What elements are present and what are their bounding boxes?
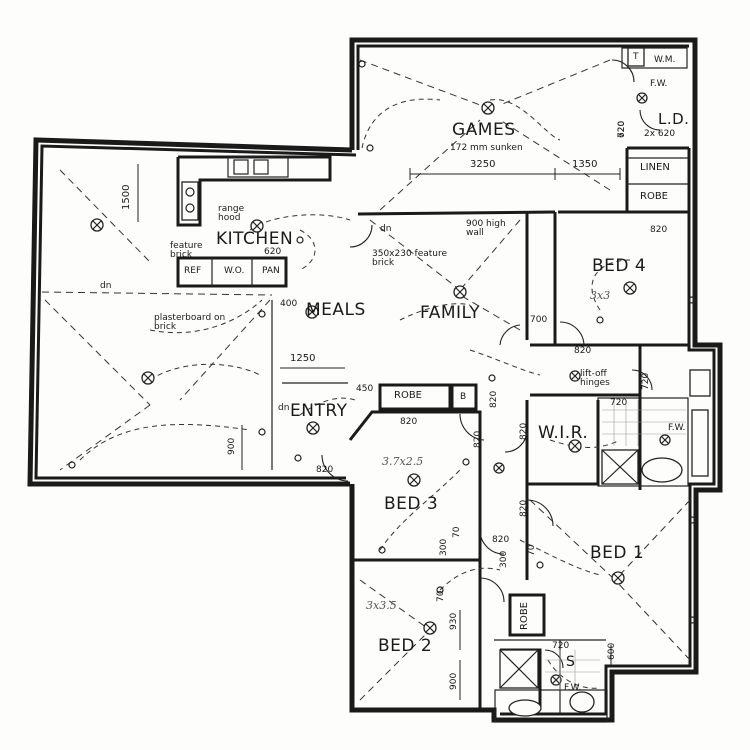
room-label-wir: W.I.R. bbox=[538, 423, 589, 443]
dim-820-hall: 820 bbox=[492, 535, 510, 545]
room-label-meals: MEALS bbox=[306, 300, 366, 320]
dim-70-c: 70 bbox=[527, 544, 537, 556]
dim-300-bed3: 300 bbox=[439, 538, 449, 556]
dim-720-bath: 720 bbox=[552, 641, 570, 651]
dim-1350: 1350 bbox=[572, 159, 598, 170]
note-feature-brick-2: 350x230 feature brick bbox=[372, 249, 448, 268]
room-label-kitchen: KITCHEN bbox=[216, 229, 294, 249]
laundry-t: T bbox=[633, 52, 639, 62]
room-label-robe-upper: ROBE bbox=[640, 191, 668, 202]
room-label-family: FAMILY bbox=[420, 303, 481, 323]
room-label-robe-bed2: ROBE bbox=[519, 602, 530, 630]
size-bed2: 3x3.5 bbox=[366, 599, 397, 612]
dim-820-wir: 820 bbox=[519, 422, 529, 440]
note-plasterboard: plasterboard on brick bbox=[154, 313, 226, 332]
beam-lines bbox=[44, 59, 691, 701]
dim-700: 700 bbox=[530, 315, 548, 325]
appliance-pan: PAN bbox=[262, 266, 280, 276]
note-dn-entry: dn bbox=[278, 403, 290, 413]
room-label-games: GAMES bbox=[452, 120, 516, 140]
dim-720-laundry: 720 bbox=[617, 120, 627, 138]
size-bed4: 3x3 bbox=[590, 289, 611, 302]
note-range-hood: range hood bbox=[218, 204, 245, 223]
note-2x620: 2x 620 bbox=[644, 129, 676, 139]
appliance-wo: W.O. bbox=[224, 266, 245, 276]
room-label-bed1: BED 1 bbox=[590, 543, 645, 563]
note-dn-west: dn bbox=[100, 281, 112, 291]
dim-820-bed1: 820 bbox=[519, 499, 529, 517]
note-feature-brick: feature brick bbox=[170, 241, 203, 260]
exterior-walls bbox=[27, 37, 723, 723]
dim-820-robe: 820 bbox=[400, 417, 418, 427]
dim-1250: 1250 bbox=[290, 353, 316, 364]
size-bed3: 3.7x2.5 bbox=[382, 455, 424, 468]
dim-900-entry: 900 bbox=[227, 437, 237, 455]
dim-70-a: 70 bbox=[452, 526, 462, 538]
wiring bbox=[79, 98, 631, 689]
dim-300-bed2: 300 bbox=[499, 550, 509, 568]
dim-450: 450 bbox=[356, 384, 374, 394]
dim-3250: 3250 bbox=[470, 159, 496, 170]
dim-620-kitchen: 620 bbox=[264, 247, 282, 257]
note-lift-off-hinges: lift-off hinges bbox=[580, 369, 610, 388]
fw-bathroom: F.W. bbox=[564, 683, 582, 693]
room-label-linen: LINEN bbox=[640, 162, 670, 173]
dim-600: 600 bbox=[607, 642, 617, 660]
room-label-entry: ENTRY bbox=[290, 401, 348, 421]
dim-1500: 1500 bbox=[121, 184, 132, 210]
dim-820-entry: 820 bbox=[316, 465, 334, 475]
room-label-robe-entry: ROBE bbox=[394, 390, 422, 401]
note-b: B bbox=[460, 392, 467, 402]
dim-900-bed2: 900 bbox=[449, 672, 459, 690]
dim-820-bed4: 820 bbox=[650, 225, 668, 235]
dim-720-hinge: 720 bbox=[641, 372, 651, 390]
fw-ensuite: F.W. bbox=[668, 423, 686, 433]
room-label-bed4: BED 4 bbox=[592, 256, 647, 276]
room-label-s: S bbox=[566, 654, 576, 670]
fixtures bbox=[181, 47, 711, 717]
dim-820-bed3: 820 bbox=[473, 430, 483, 448]
dim-820-family: 820 bbox=[574, 346, 592, 356]
room-label-ld: L.D. bbox=[658, 110, 690, 128]
room-label-bed2: BED 2 bbox=[378, 636, 433, 656]
note-dn-games: dn bbox=[380, 224, 392, 234]
dim-720-ensuite: 720 bbox=[610, 398, 628, 408]
fw-laundry: F.W. bbox=[650, 79, 668, 89]
dim-70-b: 70 bbox=[436, 590, 446, 602]
note-sunken: 172 mm sunken bbox=[450, 143, 523, 153]
room-label-bed3: BED 3 bbox=[384, 494, 439, 514]
interior-walls bbox=[41, 146, 689, 714]
note-high-wall: 900 high wall bbox=[466, 219, 506, 238]
dimension-lines bbox=[137, 164, 621, 700]
ceiling-lights bbox=[90, 92, 671, 686]
switches bbox=[68, 60, 696, 624]
appliance-ref: REF bbox=[184, 266, 202, 276]
laundry-wm: W.M. bbox=[654, 55, 676, 65]
dim-820-bed3-door: 820 bbox=[489, 390, 499, 408]
dim-930: 930 bbox=[449, 612, 459, 630]
dim-400: 400 bbox=[280, 299, 298, 309]
